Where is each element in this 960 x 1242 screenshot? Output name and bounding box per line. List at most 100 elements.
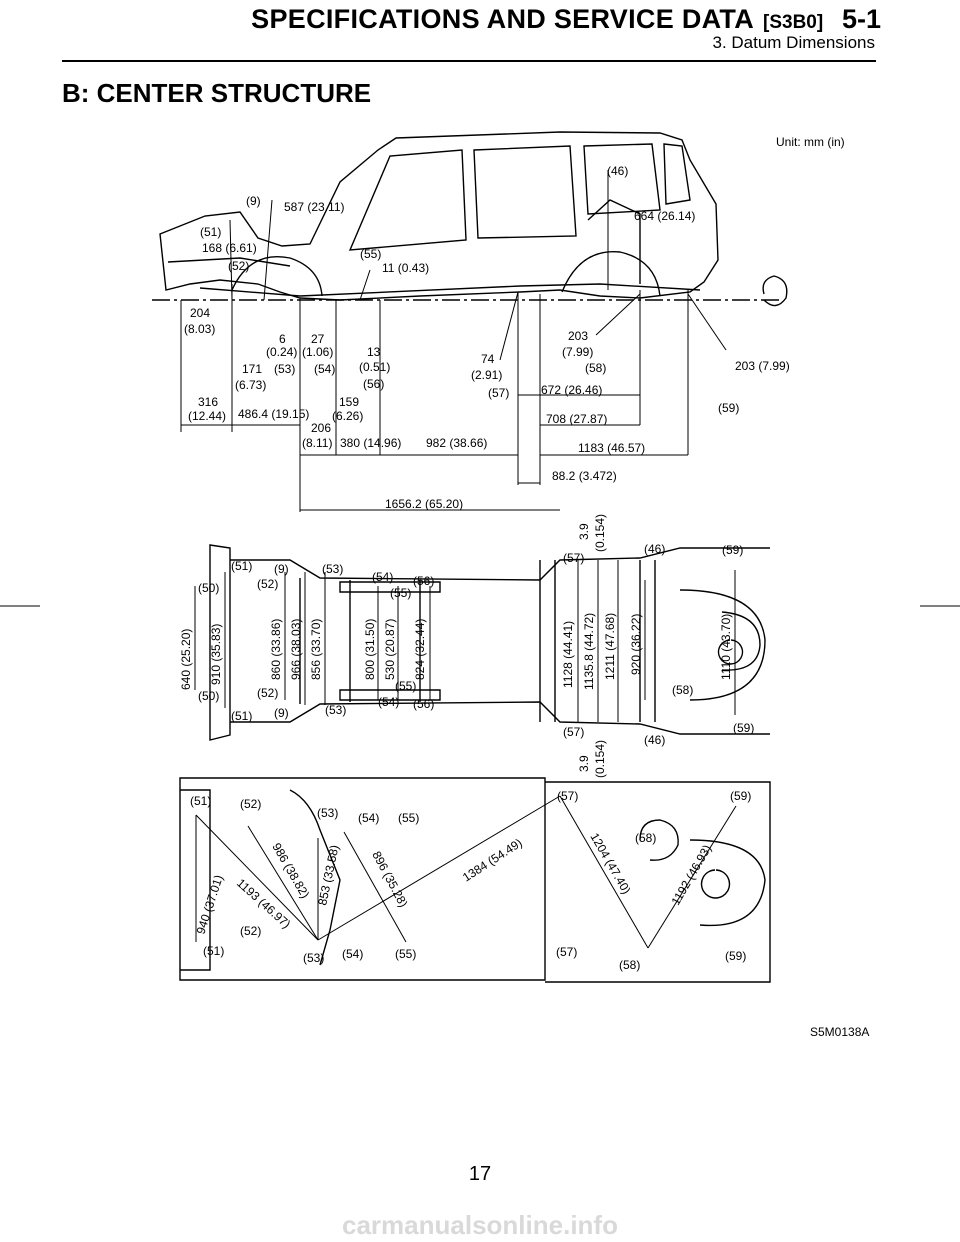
underbody-label: (46) (644, 542, 665, 556)
side-label: 672 (26.46) (541, 383, 602, 397)
diagonal-label: 896 (35.28) (369, 849, 410, 910)
side-label: (12.44) (188, 409, 226, 423)
side-label: (52) (228, 259, 249, 273)
diagonal-dimension-lines (195, 795, 737, 949)
underbody-label: (59) (733, 721, 754, 735)
side-label: 664 (26.14) (634, 209, 695, 223)
side-label: (0.51) (359, 360, 390, 374)
side-label: (54) (314, 362, 335, 376)
underbody-label: (51) (231, 559, 252, 573)
side-label: 203 (568, 329, 588, 343)
side-label: (56) (363, 377, 384, 391)
header-subtitle: 3. Datum Dimensions (712, 33, 875, 52)
underbody-label: (50) (198, 689, 219, 703)
diagonal-label: 1192 (46.93) (668, 842, 714, 907)
side-label: (2.91) (471, 368, 502, 382)
section-title: B: CENTER STRUCTURE (62, 78, 372, 108)
underbody-label: 910 (35.83) (209, 624, 223, 685)
underbody-label: (55) (390, 586, 411, 600)
side-label: 159 (339, 395, 359, 409)
underbody-label: (59) (722, 543, 743, 557)
header-section-number: 5-1 (842, 4, 882, 34)
side-label: 13 (367, 345, 381, 359)
underbody-label: (51) (231, 709, 252, 723)
side-label: (53) (274, 362, 295, 376)
side-label: 206 (311, 421, 331, 435)
diagonal-label: (55) (398, 811, 419, 825)
diagonal-label: (54) (342, 947, 363, 961)
underbody-label: (9) (274, 706, 289, 720)
side-view-drawing (152, 131, 788, 307)
diagonal-label: (51) (190, 794, 211, 808)
diagonal-label: (58) (635, 831, 656, 845)
unit-label: Unit: mm (in) (776, 135, 845, 149)
underbody-label: (57) (563, 551, 584, 565)
diagonal-label: (58) (619, 958, 640, 972)
side-label: (57) (488, 386, 509, 400)
underbody-label: 1110 (43.70) (719, 614, 733, 680)
side-label: 587 (23.11) (284, 200, 345, 214)
side-label: 203 (7.99) (735, 359, 790, 373)
diagonal-label: (57) (556, 945, 577, 959)
side-label: (0.24) (266, 345, 297, 359)
side-label: 74 (481, 352, 495, 366)
side-label: 380 (14.96) (340, 436, 401, 450)
side-label: (59) (718, 401, 739, 415)
underbody-label: (54) (372, 570, 393, 584)
underbody-label: (57) (563, 725, 584, 739)
side-label: 486.4 (19.15) (238, 407, 309, 421)
underbody-label: 920 (36.22) (629, 614, 643, 675)
underbody-label: 966 (38.03) (289, 619, 303, 680)
underbody-label: 1135.8 (44.72) (582, 613, 596, 690)
side-label: (8.03) (184, 322, 215, 336)
underbody-label: (52) (257, 577, 278, 591)
diagonal-label: (55) (395, 947, 416, 961)
underbody-label: 856 (33.70) (309, 619, 323, 680)
diagonal-label: (51) (203, 944, 224, 958)
underbody-label: (56) (413, 697, 434, 711)
underbody-label: (9) (274, 562, 289, 576)
underbody-label: (52) (257, 686, 278, 700)
side-label: 6 (279, 332, 286, 346)
diagonal-drawing (179, 777, 771, 983)
underbody-label: 530 (20.87) (383, 619, 397, 680)
side-label: (55) (360, 247, 381, 261)
underbody-label: (50) (198, 581, 219, 595)
side-label: (6.26) (332, 409, 363, 423)
underbody-drawing (209, 544, 770, 741)
side-label: (51) (200, 225, 221, 239)
underbody-dimension-lines (194, 560, 736, 722)
diagonal-label: 940 (37.01) (194, 873, 226, 936)
underbody-label: 640 (25.20) (179, 629, 193, 690)
underbody-label: (54) (378, 695, 399, 709)
side-label: 168 (6.61) (202, 241, 257, 255)
underbody-label: (53) (322, 562, 343, 576)
underbody-label: (53) (325, 703, 346, 717)
header-title: SPECIFICATIONS AND SERVICE DATA (251, 4, 754, 34)
watermark: carmanualsonline.info (342, 1210, 618, 1240)
diagonal-label: (53) (317, 806, 338, 820)
diagonal-label: (57) (557, 789, 578, 803)
side-label: 11 (0.43) (382, 261, 429, 275)
side-label: 204 (190, 306, 210, 320)
diagonal-label: (54) (358, 811, 379, 825)
header-code: [S3B0] (763, 12, 824, 33)
diagonal-label: (59) (725, 949, 746, 963)
diagonal-label: (52) (240, 797, 261, 811)
underbody-label: 3.9 (577, 755, 591, 772)
side-label: (46) (607, 164, 628, 178)
underbody-label: (56) (413, 574, 434, 588)
diagonal-label: 1384 (54.49) (460, 836, 525, 885)
underbody-label: (0.154) (593, 514, 607, 552)
side-label: (1.06) (302, 345, 333, 359)
underbody-label: 860 (33.86) (269, 619, 283, 680)
underbody-label: (58) (672, 683, 693, 697)
side-label: 27 (311, 332, 325, 346)
side-label: (58) (585, 361, 606, 375)
side-label: (7.99) (562, 345, 593, 359)
side-label: 171 (242, 362, 262, 376)
side-label: 1656.2 (65.20) (385, 497, 463, 511)
underbody-label: 3.9 (577, 523, 591, 540)
header-rule (62, 60, 876, 62)
diagonal-label: (59) (730, 789, 751, 803)
